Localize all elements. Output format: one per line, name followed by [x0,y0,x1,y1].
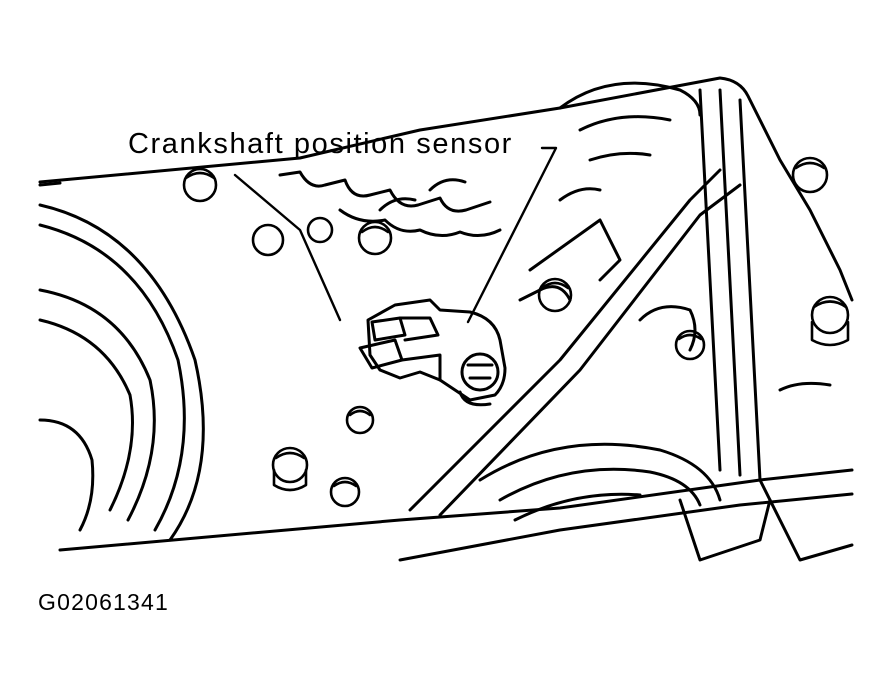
timing-belt [410,90,760,515]
bolt-upper-mid [253,218,332,255]
bolt-top-left [184,169,216,201]
bolt-right-upper [793,158,827,192]
upper-pulley [560,83,700,200]
bolts [184,158,848,506]
bolt-center-right [539,279,571,311]
crankshaft-position-sensor [360,300,505,405]
figure-code: G02061341 [38,589,170,615]
bolt-lower-left [273,448,307,490]
bolt-right-mid [812,297,848,345]
callout-leader-line [235,148,556,322]
lower-pulley [480,444,720,520]
bolt-lower-mid [331,407,373,506]
timing-sprocket [280,172,500,236]
right-bracket [520,220,852,560]
bolt-right-lower [676,331,704,359]
callout-label-crankshaft-position-sensor: Crankshaft position sensor [128,128,513,160]
crank-pulley [40,205,203,540]
bolt-mid-gear [359,222,391,254]
